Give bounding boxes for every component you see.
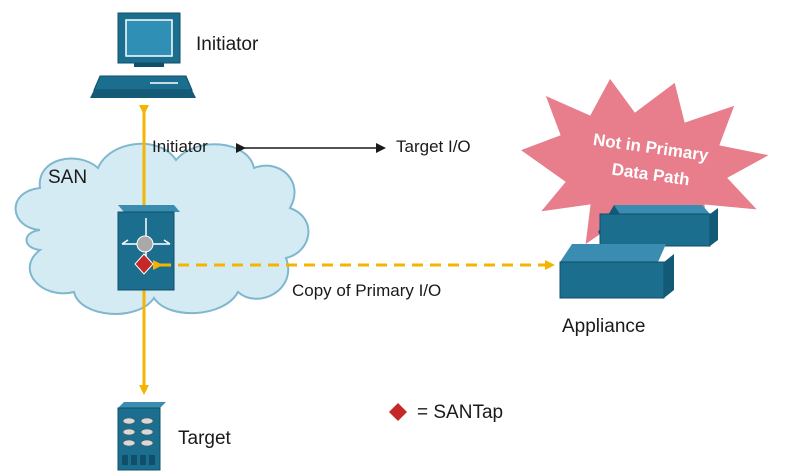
mds-switch-icon <box>117 205 180 291</box>
santap-marker-icon <box>134 253 154 275</box>
legend-santap-diamond-icon <box>389 403 407 421</box>
legend-santap-label: = SANTap <box>417 402 503 423</box>
copy-label: Copy of Primary I/O <box>292 281 441 300</box>
initiator-computer-icon <box>90 12 196 98</box>
initiator-label: Initiator <box>196 34 259 55</box>
flow-label-target-io: Target I/O <box>396 137 471 156</box>
target-storage-icon <box>117 402 166 471</box>
appliance-label: Appliance <box>562 316 645 337</box>
not-in-primary-callout: Not in Primary Data Path <box>518 77 772 256</box>
appliance-icon <box>559 205 718 299</box>
flow-label-initiator: Initiator <box>152 137 208 156</box>
target-label: Target <box>178 428 232 449</box>
san-label: SAN <box>48 167 87 188</box>
legend: = SANTap <box>389 402 503 423</box>
